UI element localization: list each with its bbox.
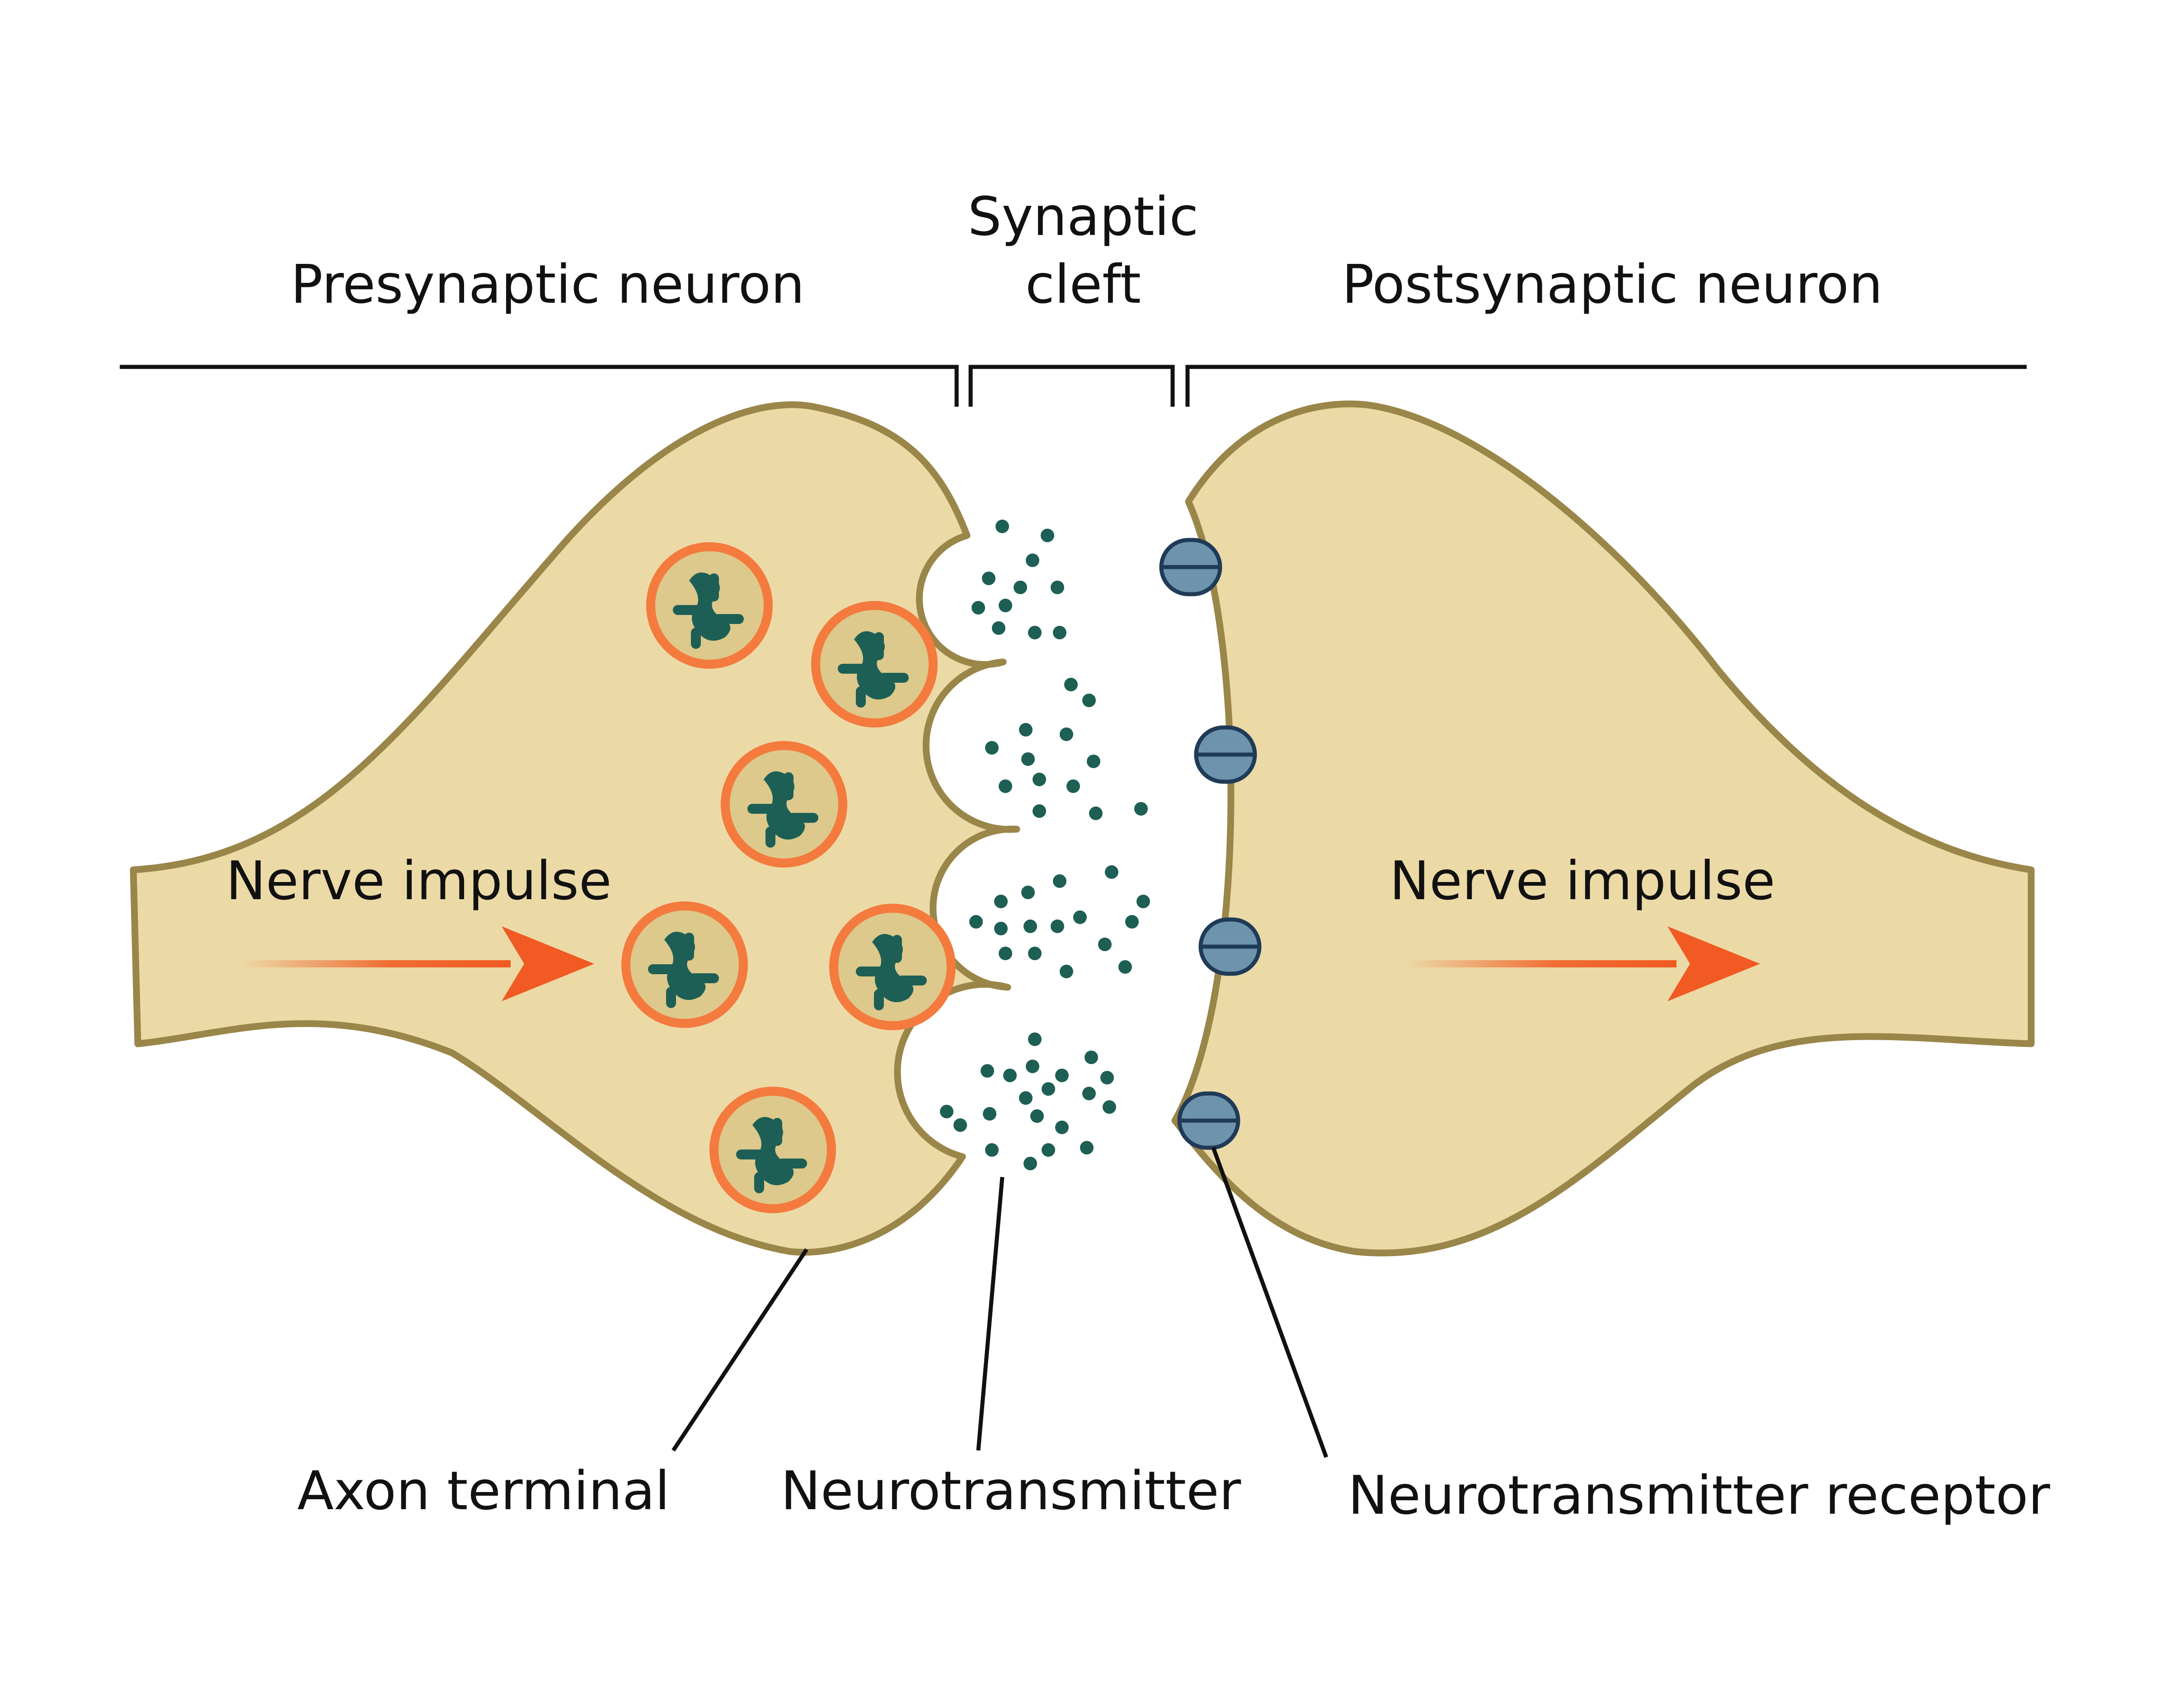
region-brackets [120,365,2027,407]
nerve-impulse-label-right: Nerve impulse [1390,849,1775,912]
synaptic-vesicle-icon [621,901,748,1028]
neurotransmitter-leader [976,1177,1005,1451]
synaptic-cleft-label-line2: cleft [1025,253,1141,315]
receptor-icon [1198,917,1262,976]
cleft-bracket [968,365,1175,407]
presynaptic-bracket [120,365,959,407]
arrow-right-icon [1405,926,1760,1001]
synaptic-cleft-label-line1: Synaptic [968,185,1199,248]
synaptic-vesicle-icon [829,904,956,1030]
postsynaptic-neuron-label: Postsynaptic neuron [1342,253,1883,315]
neurotransmitter-label: Neurotransmitter [781,1459,1241,1522]
neurotransmitter-receptors [1159,538,1262,1150]
nerve-impulse-label-left: Nerve impulse [226,849,612,912]
presynaptic-neuron-label: Presynaptic neuron [291,253,804,315]
axon-terminal-label: Axon terminal [297,1459,670,1522]
presynaptic-neuron [130,401,1020,1256]
postsynaptic-neuron [1171,400,2035,1257]
neurotransmitter-receptor-label: Neurotransmitter receptor [1348,1464,2050,1526]
synaptic-vesicle-icon [811,601,938,727]
receptor-icon [1194,725,1257,784]
synaptic-vesicle-icon [646,542,773,669]
leader-lines [671,1147,1329,1458]
receptor-icon [1177,1091,1240,1150]
axon-terminal-leader [671,1248,808,1452]
receptor-icon [1159,538,1222,596]
neurotransmitter-molecules [940,520,1150,1170]
arrow-right-icon [239,926,594,1001]
synaptic-vesicles [621,542,956,1213]
receptor-leader [1211,1147,1329,1458]
synaptic-vesicle-icon [709,1087,836,1213]
synaptic-vesicle-icon [721,741,847,868]
postsynaptic-bracket [1185,365,2027,407]
